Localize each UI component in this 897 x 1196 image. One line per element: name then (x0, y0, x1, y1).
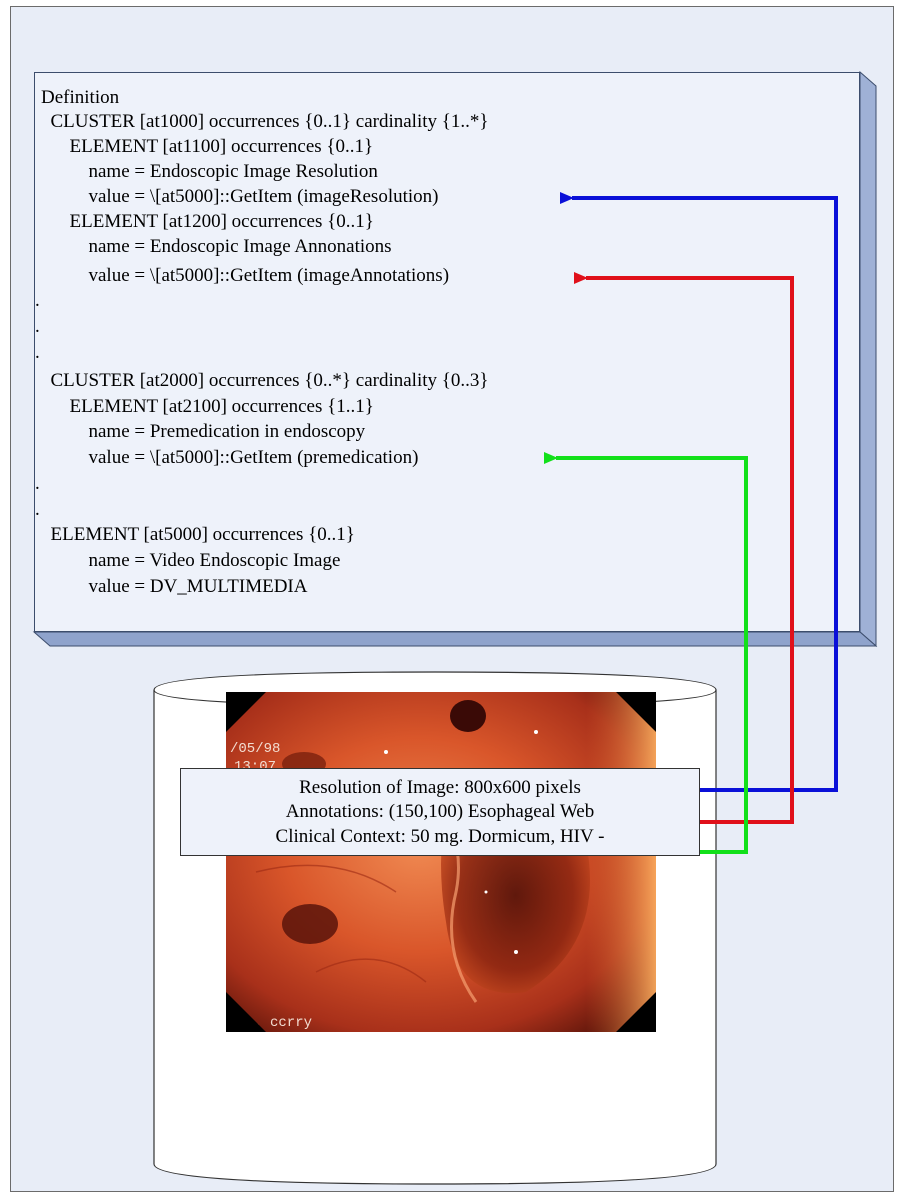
image-corner-text: c/a. ccrry (228, 1015, 312, 1031)
info-resolution: Resolution of Image: 800x600 pixels (181, 777, 699, 799)
info-annotations: Annotations: (150,100) Esophageal Web (181, 801, 699, 823)
info-clinical-context: Clinical Context: 50 mg. Dormicum, HIV - (181, 826, 699, 848)
image-info-box: Resolution of Image: 800x600 pixels Anno… (180, 768, 700, 856)
endoscopic-image: /05/98 13:07 c/a. ccrry (226, 692, 656, 1032)
image-timestamp-date: /05/98 (230, 741, 280, 757)
